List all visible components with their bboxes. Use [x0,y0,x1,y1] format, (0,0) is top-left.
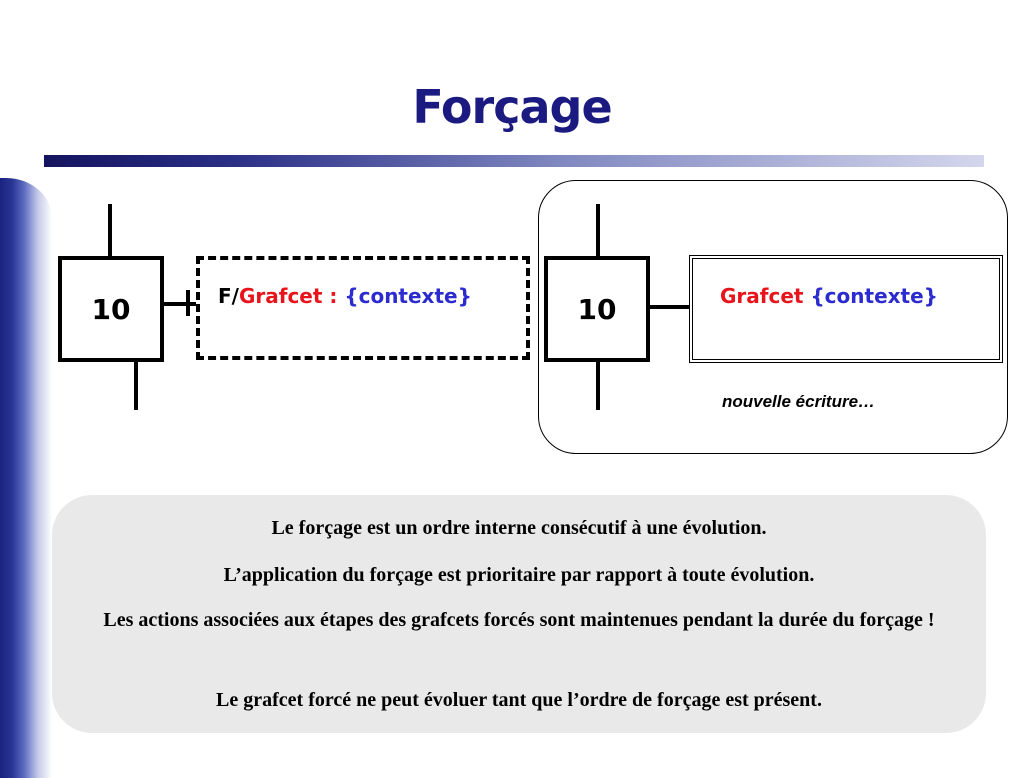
left-step-number: 10 [91,292,131,326]
right-step-number: 10 [577,292,617,326]
left-step-input-link [108,204,112,258]
info-line-3: Les actions associées aux étapes des gra… [103,609,935,631]
left-action-link-tick [186,290,190,316]
left-decorative-band [0,178,52,778]
forcing-grafcet-label: Grafcet : [238,284,338,308]
forcing-action-box [196,256,530,360]
new-notation-action-text: Grafcet {contexte} [720,284,938,308]
new-notation-context-label: {contexte} [810,284,938,308]
right-action-link [646,305,691,309]
left-action-link [160,302,196,306]
right-step-box: 10 [544,256,650,362]
forcing-prefix: F/ [218,284,239,308]
right-step-input-link [596,204,600,258]
new-notation-action-box [689,255,1003,363]
title-underline [44,155,984,167]
info-line-2: L’application du forçage est prioritaire… [223,564,815,586]
forcing-context-label: {contexte} [344,284,472,308]
left-step-box: 10 [58,256,164,362]
info-line-4: Le grafcet forcé ne peut évoluer tant qu… [216,689,822,711]
new-notation-caption: nouvelle écriture… [722,392,876,411]
forcing-action-text: F/Grafcet : {contexte} [218,284,472,308]
left-step-output-link [134,358,138,410]
new-notation-grafcet-label: Grafcet [720,284,804,308]
right-step-output-link [596,358,600,410]
page-title: Forçage [412,80,612,134]
info-line-1: Le forçage est un ordre interne consécut… [271,517,767,539]
info-panel: Le forçage est un ordre interne consécut… [52,495,986,733]
